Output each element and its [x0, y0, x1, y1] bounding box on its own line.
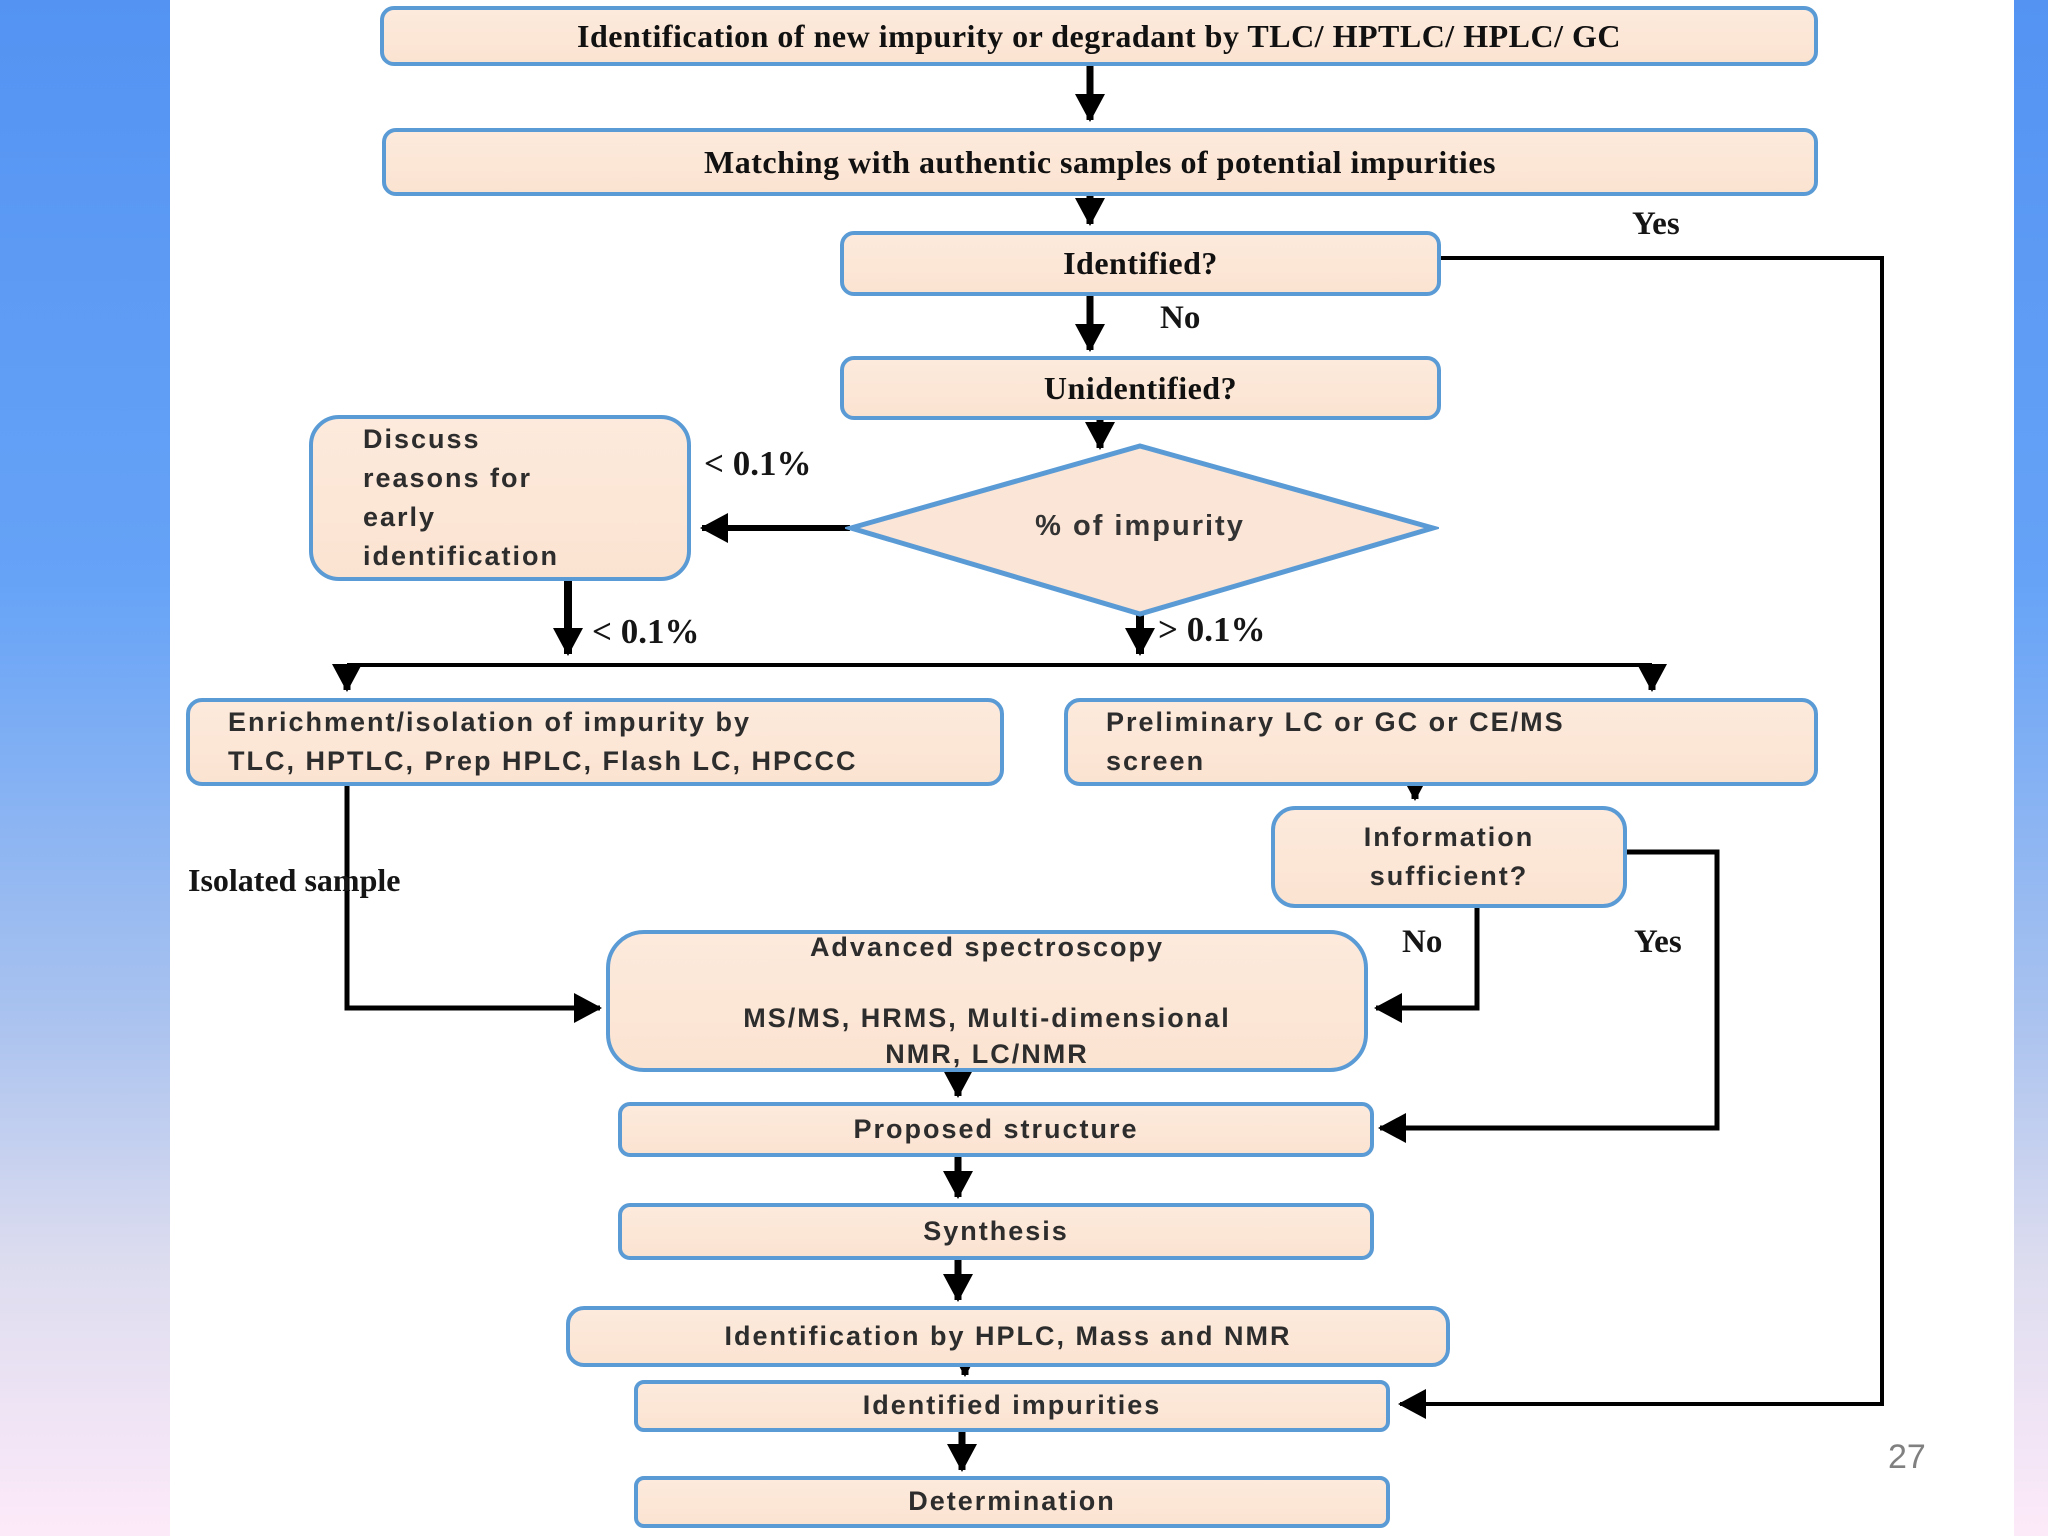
page-number: 27	[1888, 1438, 1926, 1476]
node-proposed-structure: Proposed structure	[618, 1102, 1374, 1157]
label-yes-info: Yes	[1634, 924, 1682, 960]
node-matching: Matching with authentic samples of poten…	[382, 128, 1818, 196]
left-gradient-strip	[0, 0, 170, 1536]
impurity-percent-label: % of impurity	[1035, 510, 1245, 542]
label-gt-01-down: > 0.1%	[1158, 610, 1266, 649]
label-no-top: No	[1160, 300, 1201, 336]
node-unidentified: Unidentified?	[840, 356, 1441, 420]
node-information-sufficient: Information sufficient?	[1271, 806, 1627, 908]
label-isolated-sample: Isolated sample	[188, 862, 401, 898]
node-identified: Identified?	[840, 231, 1441, 296]
node-identification: Identification of new impurity or degrad…	[380, 6, 1818, 66]
label-yes-top: Yes	[1632, 206, 1680, 242]
impurity-percent-diamond	[845, 443, 1439, 617]
right-gradient-strip	[2014, 0, 2048, 1536]
node-enrichment: Enrichment/isolation of impurity by TLC,…	[186, 698, 1004, 786]
node-determination: Determination	[634, 1476, 1390, 1528]
node-preliminary-screen: Preliminary LC or GC or CE/MS screen	[1064, 698, 1818, 786]
label-lt-01-left: < 0.1%	[704, 444, 812, 483]
node-discuss-reasons: Discuss reasons for early identification	[309, 415, 691, 581]
label-lt-01-down: < 0.1%	[592, 612, 700, 651]
label-no-info: No	[1402, 924, 1443, 960]
node-identification-hplc: Identification by HPLC, Mass and NMR	[566, 1306, 1450, 1367]
node-advanced-spectroscopy: Advanced spectroscopy MS/MS, HRMS, Multi…	[606, 930, 1368, 1072]
node-identified-impurities: Identified impurities	[634, 1380, 1390, 1432]
node-synthesis: Synthesis	[618, 1203, 1374, 1260]
